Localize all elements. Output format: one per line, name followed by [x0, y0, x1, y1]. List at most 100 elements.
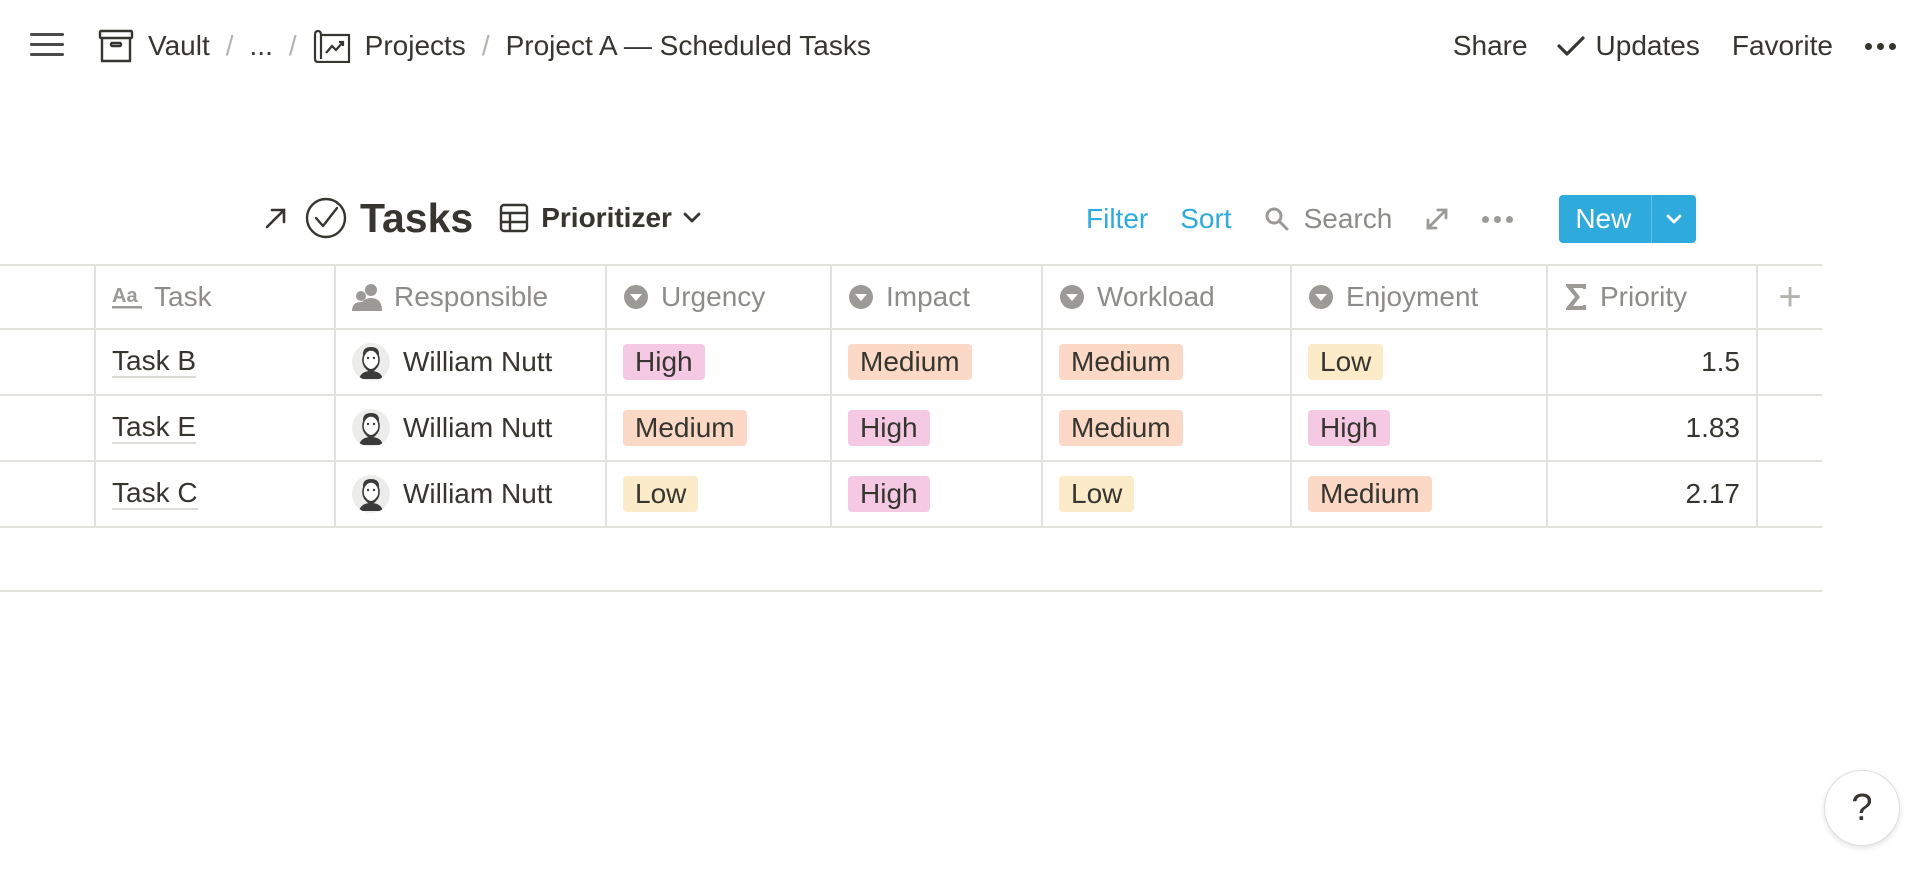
database-more-icon[interactable] [1482, 215, 1514, 223]
enjoyment-tag[interactable]: Low [1308, 344, 1384, 380]
open-as-page-arrow-icon[interactable] [262, 204, 290, 232]
select-icon [624, 285, 648, 309]
table-view-icon [500, 203, 529, 233]
sigma-icon [1566, 284, 1586, 310]
workload-cell[interactable]: Low [1041, 462, 1290, 526]
add-column-spacer [1756, 396, 1822, 460]
responsible-name: William Nutt [403, 478, 553, 509]
priority-cell[interactable]: 1.83 [1546, 396, 1756, 460]
task-name[interactable]: Task C [112, 477, 198, 510]
enjoyment-tag[interactable]: Medium [1308, 476, 1432, 512]
responsible-name: William Nutt [403, 346, 553, 377]
priority-value: 2.17 [1685, 478, 1741, 509]
enjoyment-cell[interactable]: Low [1290, 330, 1546, 394]
person-icon [352, 284, 382, 311]
view-selector[interactable]: Prioritizer [499, 202, 702, 234]
urgency-cell[interactable]: High [605, 330, 830, 394]
column-header-responsible[interactable]: Responsible [334, 266, 605, 328]
select-icon [1309, 285, 1333, 309]
impact-cell[interactable]: Medium [830, 330, 1041, 394]
add-column-spacer [1756, 330, 1822, 394]
table-header-row: Aa Task Responsible Urgency Impact [0, 264, 1822, 330]
task-name[interactable]: Task B [112, 345, 197, 378]
impact-tag[interactable]: Medium [848, 344, 972, 380]
urgency-cell[interactable]: Medium [605, 396, 830, 460]
column-header-task[interactable]: Aa Task [94, 266, 334, 328]
breadcrumb-item-vault[interactable]: Vault [98, 28, 210, 64]
project-chart-icon [313, 29, 350, 63]
urgency-cell[interactable]: Low [605, 462, 830, 526]
urgency-tag[interactable]: Medium [623, 410, 747, 446]
responsible-cell[interactable]: William Nutt [334, 462, 605, 526]
search-icon [1265, 207, 1289, 231]
priority-cell[interactable]: 2.17 [1546, 462, 1756, 526]
workload-cell[interactable]: Medium [1041, 396, 1290, 460]
favorite-button[interactable]: Favorite [1731, 30, 1833, 61]
breadcrumb-item-current-page[interactable]: Project A — Scheduled Tasks [505, 30, 871, 61]
responsible-cell[interactable]: William Nutt [334, 330, 605, 394]
avatar [352, 475, 390, 513]
task-cell[interactable]: Task E [94, 396, 334, 460]
add-column-button[interactable]: + [1756, 266, 1822, 328]
avatar [352, 409, 390, 447]
table-row[interactable]: Task E William Nutt Medium High Medium H… [0, 396, 1822, 462]
select-icon [1060, 285, 1084, 309]
share-button[interactable]: Share [1452, 30, 1528, 61]
expand-icon[interactable] [1424, 206, 1450, 232]
urgency-tag[interactable]: High [623, 344, 705, 380]
task-name[interactable]: Task E [112, 411, 197, 444]
impact-tag[interactable]: High [848, 476, 930, 512]
filter-button[interactable]: Filter [1086, 203, 1149, 234]
task-check-circle-icon [305, 197, 347, 239]
new-dropdown-chevron-icon[interactable] [1651, 195, 1695, 243]
database-title: Tasks [360, 194, 474, 241]
workload-tag[interactable]: Low [1059, 476, 1135, 512]
column-header-workload[interactable]: Workload [1041, 266, 1290, 328]
task-cell[interactable]: Task B [94, 330, 334, 394]
column-header-enjoyment[interactable]: Enjoyment [1290, 266, 1546, 328]
breadcrumb-item-ellipsis[interactable]: ... [249, 30, 273, 61]
archive-box-icon [98, 29, 134, 63]
column-header-impact[interactable]: Impact [830, 266, 1041, 328]
breadcrumb-item-projects[interactable]: Projects [313, 29, 466, 63]
enjoyment-cell[interactable]: Medium [1290, 462, 1546, 526]
column-header-urgency[interactable]: Urgency [605, 266, 830, 328]
responsible-cell[interactable]: William Nutt [334, 396, 605, 460]
priority-value: 1.83 [1685, 412, 1741, 443]
sidebar-menu-icon[interactable] [30, 28, 64, 62]
table-blank-row[interactable] [0, 530, 1822, 592]
urgency-tag[interactable]: Low [623, 476, 699, 512]
responsible-name: William Nutt [403, 412, 553, 443]
priority-value: 1.5 [1701, 346, 1740, 377]
select-icon [849, 285, 873, 309]
task-cell[interactable]: Task C [94, 462, 334, 526]
updates-button[interactable]: Updates [1556, 30, 1700, 62]
tasks-table: Aa Task Responsible Urgency Impact [0, 264, 1822, 528]
table-row[interactable]: Task B William Nutt High Medium Medium L… [0, 330, 1822, 396]
top-actions: Share Updates Favorite [1421, 26, 1896, 66]
text-aa-icon: Aa [112, 285, 142, 309]
checkmark-icon [1556, 36, 1585, 56]
enjoyment-cell[interactable]: High [1290, 396, 1546, 460]
more-options-icon[interactable] [1865, 42, 1896, 50]
column-header-priority[interactable]: Priority [1546, 266, 1756, 328]
workload-tag[interactable]: Medium [1059, 344, 1183, 380]
enjoyment-tag[interactable]: High [1308, 410, 1390, 446]
add-column-spacer [1756, 462, 1822, 526]
workload-tag[interactable]: Medium [1059, 410, 1183, 446]
impact-cell[interactable]: High [830, 396, 1041, 460]
svg-text:Aa: Aa [112, 285, 138, 307]
sort-button[interactable]: Sort [1180, 203, 1232, 234]
avatar [352, 343, 390, 381]
impact-cell[interactable]: High [830, 462, 1041, 526]
workload-cell[interactable]: Medium [1041, 330, 1290, 394]
breadcrumb: Vault / ... / Projects / Project A — Sch… [98, 26, 871, 66]
new-button[interactable]: New [1559, 195, 1697, 243]
search-button[interactable]: Search [1264, 203, 1392, 235]
table-row[interactable]: Task C William Nutt Low High Low Medium … [0, 462, 1822, 528]
impact-tag[interactable]: High [848, 410, 930, 446]
priority-cell[interactable]: 1.5 [1546, 330, 1756, 394]
help-button[interactable]: ? [1824, 770, 1900, 846]
top-bar: Vault / ... / Projects / Project A — Sch… [0, 0, 1920, 92]
database-toolbar: Filter Sort Search New [1086, 194, 1697, 244]
